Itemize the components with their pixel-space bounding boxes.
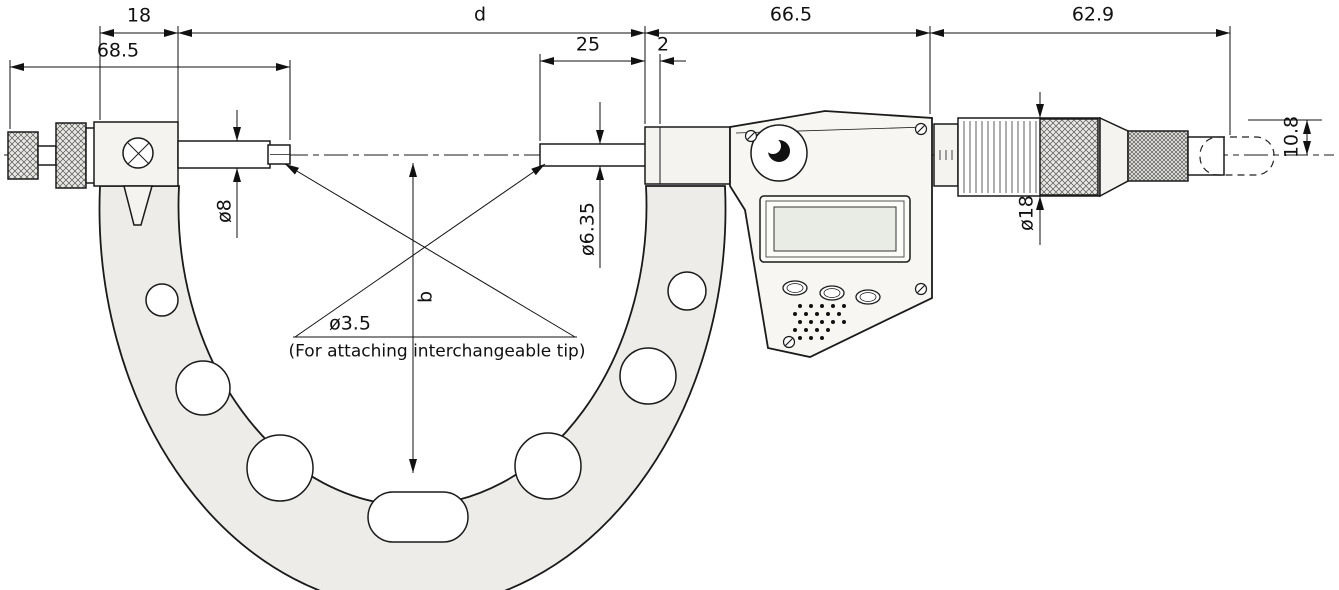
frame-lightening-holes — [145, 271, 707, 543]
adjust-knurl-block — [7, 131, 39, 180]
adjust-knurl-ring — [55, 122, 87, 189]
dim-label-d: d — [473, 3, 487, 26]
anvil-assembly — [7, 121, 291, 226]
left-spindle — [177, 140, 271, 169]
clamp-lever — [123, 185, 153, 226]
dim-label-10-8: 10.8 — [1280, 115, 1303, 159]
dim-label-b: b — [414, 290, 437, 304]
thimble-knurling — [1039, 118, 1099, 196]
speaker-grille — [793, 304, 846, 340]
adjust-rod — [37, 145, 57, 166]
dim-label-dia6-35: ø6.35 — [576, 202, 599, 256]
c-frame — [98, 185, 727, 590]
dim-label-62-9: 62.9 — [1071, 3, 1115, 26]
digital-display-unit — [729, 110, 933, 358]
dim-label-25: 25 — [575, 33, 601, 56]
dim-label-68-5: 68.5 — [96, 39, 140, 62]
thimble-graduations — [963, 121, 1037, 193]
thimble-assembly — [933, 116, 1275, 198]
dim-label-2: 2 — [656, 33, 670, 56]
screws — [744, 122, 928, 349]
dim-label-dia8: ø8 — [213, 199, 236, 223]
dim-label-66-5: 66.5 — [769, 3, 813, 26]
lcd-display — [759, 195, 911, 263]
dim-label-dia18: ø18 — [1015, 195, 1038, 231]
dim-label-dia3-5: ø3.5 — [329, 312, 371, 335]
sleeve-block — [644, 126, 731, 185]
right-spindle — [539, 143, 647, 167]
ratchet-cap — [1187, 136, 1225, 176]
ratchet-stop — [1127, 130, 1189, 182]
thimble-taper — [1099, 116, 1129, 198]
dimension-lines — [9, 26, 1322, 473]
note-interchangeable-tip: (For attaching interchangeable tip) — [288, 341, 586, 362]
dim-label-18: 18 — [126, 4, 152, 27]
ratchet-phantom-outline — [1199, 136, 1275, 176]
function-buttons — [782, 280, 881, 305]
